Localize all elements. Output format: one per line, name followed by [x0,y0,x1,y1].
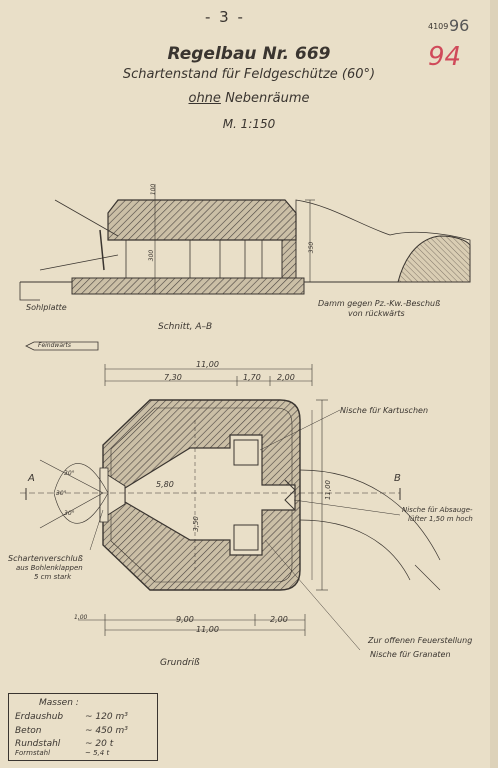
dim-170: 1,70 [243,373,261,382]
massen-row-value: ~ 450 m³ [85,726,128,736]
drawing-title: Regelbau Nr. 669 [167,44,331,64]
dim-height-1: 350 [308,241,316,254]
dim-inner-580: 5,80 [156,480,174,489]
page-number: - 3 - [205,8,245,26]
dim-bottom-200: 2,00 [270,615,288,624]
section-view [19,184,471,351]
archive-stamp: 96 [449,16,470,35]
nische-absauge-2: lüfter 1,50 m hoch [408,515,473,523]
massen-row-value: ~ 120 m³ [85,712,128,722]
nische-absauge-1: Nische für Absauge- [402,506,473,514]
massen-row-value: ~ 20 t [85,739,114,749]
massen-heading: Massen : [39,698,79,708]
dim-inner-350: 3,50 [191,516,200,532]
scharten-label-2: aus Bohlenklappen [16,564,83,572]
marker-a: A [28,473,35,484]
feuer-label: Zur offenen Feuerstellung [368,636,473,645]
drawing-qualifier: ohne Nebenräume [0,91,498,106]
nische-kartuschen: Nische für Kartuschen [340,406,429,415]
drawing-scale: M. 1:150 [222,117,276,131]
damm-label-2: von rückwärts [348,309,405,318]
scharten-label-3: 5 cm stark [34,573,72,581]
dim-side-1100: 11,00 [324,479,333,501]
scharten-label-1: Schartenverschluß [8,554,83,563]
dim-bottom-900: 9,00 [176,615,194,624]
feind-label: Feindwärts [38,342,71,349]
dim-bottom-left: 1,00 [74,614,88,621]
archive-number: 4109 [428,22,449,31]
marker-b: B [394,473,401,484]
granaten-label: Nische für Granaten [370,650,451,659]
qualifier-underlined: ohne [188,91,221,106]
dim-height-2: 300 [148,249,156,262]
section-label: Schnitt, A–B [158,322,213,332]
drawing-subtitle: Schartenstand für Feldgeschütze (60°) [122,67,376,82]
massen-row-label: Beton [15,726,42,736]
plan-label: Grundriß [160,658,200,668]
angle-3: 30° [64,510,75,517]
qualifier-rest: Nebenräume [225,91,310,106]
massen-row-label: Rundstahl [15,739,61,749]
sohle-label: Sohlplatte [26,303,67,312]
dim-top: 100 [150,183,158,196]
dim-total-top: 11,00 [196,360,219,369]
massen-row-label: Erdaushub [15,712,64,722]
red-annotation: 94 [428,42,462,72]
plan-view [20,364,441,651]
dim-730: 7,30 [164,373,182,382]
dim-200-top: 2,00 [277,373,295,382]
massen-table: Massen : Erdaushub ~ 120 m³ Beton ~ 450 … [8,693,158,761]
massen-row-label: Formstahl [15,749,51,757]
angle-1: 30° [64,470,75,477]
angle-2: 30° [56,490,67,497]
massen-row-value: ~ 5,4 t [85,749,110,757]
damm-label-1: Damm gegen Pz.-Kw.-Beschuß [318,299,441,308]
dim-bottom-1100: 11,00 [196,625,219,634]
